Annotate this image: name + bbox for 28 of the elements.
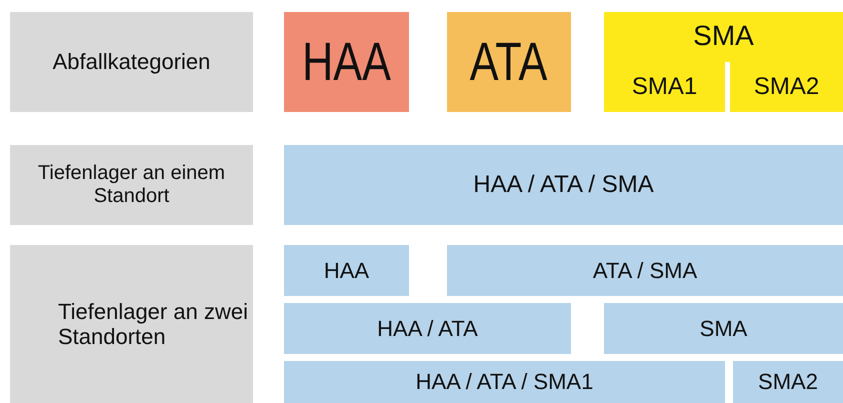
repository-bar — [284, 361, 725, 403]
label-text: Abfallkategorien — [52, 49, 210, 75]
category-code: HAA — [302, 30, 391, 94]
category-code: SMA — [693, 20, 754, 52]
category-box — [447, 12, 571, 112]
category-box — [284, 12, 409, 112]
repository-bar — [284, 303, 571, 354]
label-text: Tiefenlager an zwei Standorten — [58, 298, 249, 350]
category-code: ATA — [470, 30, 548, 94]
label-text: SMA — [700, 316, 748, 342]
repository-bar — [604, 303, 843, 354]
category-box — [604, 12, 843, 112]
label-text: HAA / ATA / SMA — [473, 171, 654, 199]
row-label — [10, 245, 253, 403]
category-code: SMA2 — [754, 73, 820, 101]
repository-bar — [284, 245, 409, 296]
category-code: SMA1 — [632, 73, 698, 101]
label-text: SMA2 — [758, 369, 818, 395]
label-text: HAA / ATA / SMA1 — [416, 369, 594, 395]
row-label — [10, 12, 253, 112]
row-label — [10, 145, 253, 225]
repository-bar — [733, 361, 843, 403]
repository-bar — [284, 145, 843, 225]
label-text: Tiefenlager an einem Standort — [36, 162, 226, 208]
repository-bar — [447, 245, 843, 296]
label-text: ATA / SMA — [592, 258, 698, 284]
label-text: HAA — [324, 258, 370, 284]
label-text: HAA / ATA — [377, 316, 478, 342]
